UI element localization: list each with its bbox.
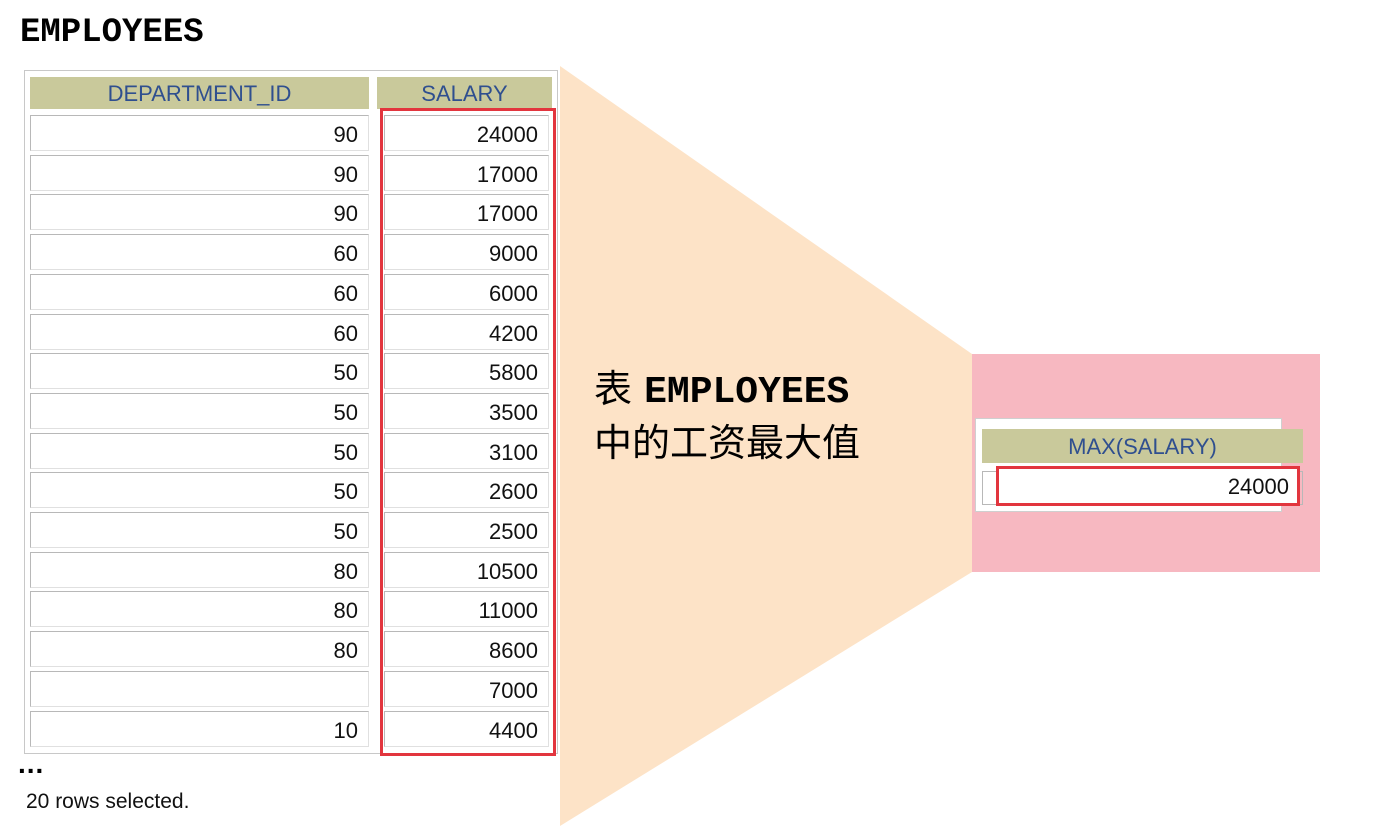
salary-cell: 4400 bbox=[384, 710, 549, 747]
table-row: 50 3500 bbox=[25, 392, 557, 430]
salary-cell: 17000 bbox=[384, 154, 549, 191]
caption: 表 EMPLOYEES 中的工资最大值 bbox=[594, 364, 860, 468]
ellipsis: ... bbox=[18, 748, 45, 779]
department-id-cell: 10 bbox=[30, 710, 369, 747]
table-row: 60 4200 bbox=[25, 313, 557, 351]
salary-cell: 17000 bbox=[384, 194, 549, 231]
department-id-cell: 50 bbox=[30, 432, 369, 469]
salary-cell: 8600 bbox=[384, 631, 549, 668]
salary-cell: 4200 bbox=[384, 313, 549, 350]
department-id-cell: 50 bbox=[30, 512, 369, 548]
table-row: 7000 bbox=[25, 670, 557, 708]
department-id-cell: 50 bbox=[30, 353, 369, 390]
salary-cell: 11000 bbox=[384, 591, 549, 628]
table-row: 90 24000 bbox=[25, 115, 557, 152]
table-row: 50 2600 bbox=[25, 472, 557, 509]
salary-cell: 3500 bbox=[384, 392, 549, 429]
table-row: 50 5800 bbox=[25, 353, 557, 390]
header-salary: SALARY bbox=[377, 77, 552, 109]
salary-cell: 9000 bbox=[384, 234, 549, 271]
table-row: 80 11000 bbox=[25, 591, 557, 628]
result-max-salary-value: 24000 bbox=[996, 466, 1300, 506]
salary-cell: 10500 bbox=[384, 551, 549, 588]
department-id-cell: 90 bbox=[30, 154, 369, 191]
rows-selected-text: 20 rows selected. bbox=[26, 790, 190, 813]
table-row: 50 3100 bbox=[25, 432, 557, 470]
department-id-cell: 90 bbox=[30, 115, 369, 151]
department-id-cell: 90 bbox=[30, 194, 369, 231]
page-title: EMPLOYEES bbox=[20, 14, 204, 52]
department-id-cell: 80 bbox=[30, 631, 369, 668]
department-id-cell bbox=[30, 670, 369, 707]
salary-cell: 2600 bbox=[384, 472, 549, 509]
department-id-cell: 60 bbox=[30, 273, 369, 310]
table-row: 50 2500 bbox=[25, 512, 557, 549]
salary-cell: 6000 bbox=[384, 273, 549, 310]
department-id-cell: 50 bbox=[30, 392, 369, 429]
table-row: 60 9000 bbox=[25, 234, 557, 271]
employees-table: DEPARTMENT_ID SALARY 90 24000 90 17000 90 170… bbox=[24, 70, 558, 754]
table-row: 90 17000 bbox=[25, 154, 557, 192]
table-row: 10 4400 bbox=[25, 710, 557, 748]
salary-cell: 24000 bbox=[384, 115, 549, 151]
department-id-cell: 80 bbox=[30, 551, 369, 588]
caption-table-name: EMPLOYEES bbox=[644, 371, 850, 414]
header-max-salary: MAX(SALARY) bbox=[982, 429, 1303, 463]
header-department-id: DEPARTMENT_ID bbox=[30, 77, 369, 109]
salary-cell: 7000 bbox=[384, 670, 549, 707]
salary-cell: 3100 bbox=[384, 432, 549, 469]
department-id-cell: 50 bbox=[30, 472, 369, 509]
caption-line-2: 中的工资最大值 bbox=[594, 421, 861, 465]
department-id-cell: 60 bbox=[30, 234, 369, 271]
caption-line-1: 表 EMPLOYEES bbox=[594, 364, 860, 418]
salary-cell: 5800 bbox=[384, 353, 549, 390]
department-id-cell: 60 bbox=[30, 313, 369, 350]
table-row: 80 10500 bbox=[25, 551, 557, 589]
table-row: 60 6000 bbox=[25, 273, 557, 311]
caption-prefix: 表 bbox=[594, 367, 645, 411]
salary-cell: 2500 bbox=[384, 512, 549, 548]
department-id-cell: 80 bbox=[30, 591, 369, 628]
table-row: 90 17000 bbox=[25, 194, 557, 231]
table-row: 80 8600 bbox=[25, 631, 557, 668]
salary-column-highlight bbox=[380, 108, 556, 756]
